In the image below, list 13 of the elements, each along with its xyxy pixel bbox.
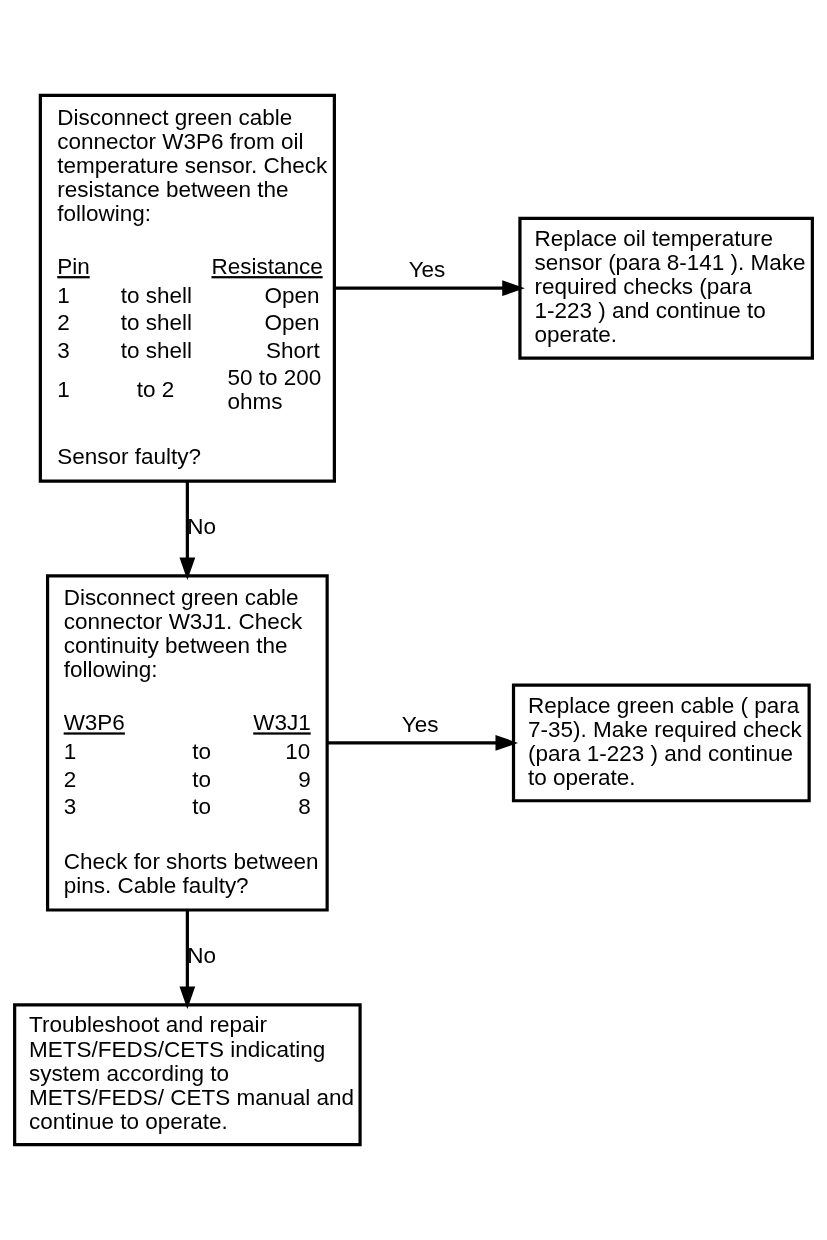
node-box: Replace oil temperature sensor (para 8-141 ). Make required checks (para 1-223 ) and continue to operate.: [518, 216, 814, 360]
node-box: Troubleshoot and repair METS/FEDS/CETS indicating system according to METS/FEDS/ CETS manual and continue to operate.: [13, 1003, 362, 1147]
edge-label: Yes: [408, 257, 446, 283]
edge-label: No: [187, 943, 217, 969]
arrow: [327, 735, 519, 751]
arrow: [334, 280, 525, 297]
node-box: Replace green cable ( para 7-35). Make required check (para 1-223 ) and continue to operate.: [511, 683, 811, 803]
arrow: [179, 910, 196, 1009]
edge-label: Yes: [401, 711, 439, 737]
arrow: [179, 481, 196, 581]
node-box: Disconnect green cable connector W3P6 from oil temperature sensor. Check resistance between the following: Pin Resistance 1 to shell Open 2 to shell Open 3 to shell Short 1 to 2 50 to 200 ohms Sensor faulty?: [38, 93, 336, 483]
edge-label: No: [187, 514, 217, 540]
node-box: Disconnect green cable connector W3J1. Check continuity between the following: W3P6 W3J1 1 to 10 2 to 9 3 to 8 Check for shorts between pins. Cable faulty?: [45, 574, 329, 912]
